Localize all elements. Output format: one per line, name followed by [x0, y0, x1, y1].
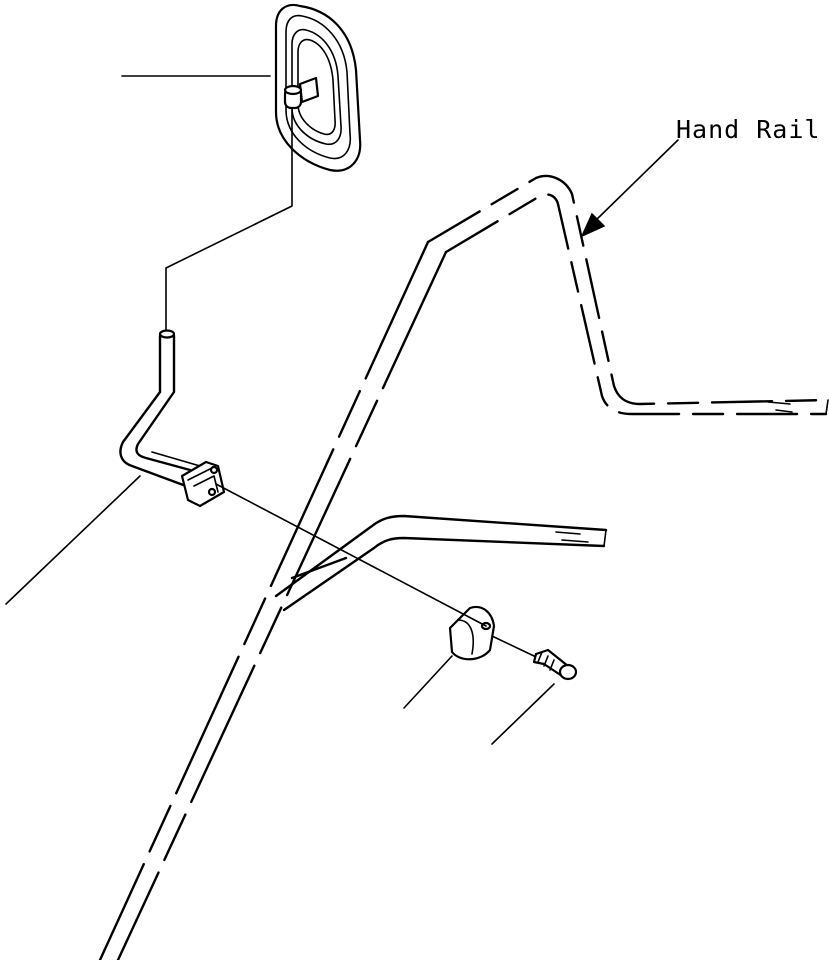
hand-rail-label: Hand Rail — [676, 115, 820, 144]
mirror-mount-bracket — [283, 76, 320, 110]
leader-lines — [5, 75, 555, 745]
hand-rail-callout: Hand Rail — [580, 115, 820, 238]
hand-rail — [98, 174, 829, 960]
clamp-upper — [180, 460, 226, 508]
arrow-head-icon — [580, 212, 606, 238]
clamp-lower — [448, 605, 496, 661]
bolt — [532, 648, 578, 681]
mirror-stay-rod — [119, 329, 201, 488]
